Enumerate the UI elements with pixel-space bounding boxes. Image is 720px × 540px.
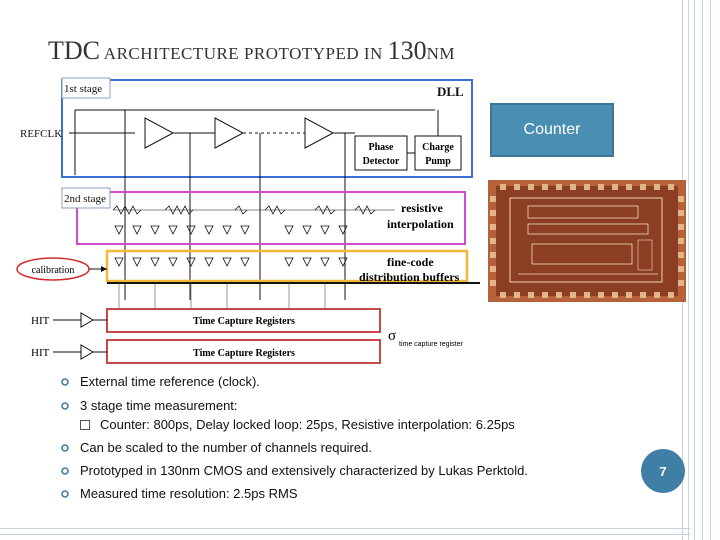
slide-title: TDC ARCHITECTURE PROTOTYPED IN 130NM: [48, 36, 455, 66]
finecode-line2: distribution buffers: [359, 270, 460, 284]
finecode-line1: fine-code: [387, 255, 434, 269]
bullet-item: Measured time resolution: 2.5ps RMS: [58, 486, 638, 502]
counter-box: Counter: [490, 103, 614, 157]
bullet-item: Can be scaled to the number of channels …: [58, 440, 638, 456]
bullet-item: Prototyped in 130nm CMOS and extensively…: [58, 463, 638, 479]
hit-label-1: HIT: [31, 315, 50, 327]
phase-detector-line2: Detector: [363, 156, 400, 167]
register-feed-lines: [118, 283, 326, 310]
bottom-lines: [0, 526, 690, 540]
dll-box: [61, 79, 473, 178]
stage2-box: [76, 191, 466, 245]
counter-label: Counter: [523, 121, 581, 138]
refclk-label: REFCLK: [20, 128, 62, 140]
bullet-text: Prototyped in 130nm CMOS and extensively…: [80, 463, 529, 478]
hit-buffer-2: [80, 344, 94, 360]
bullet-text: Can be scaled to the number of channels …: [80, 440, 372, 455]
title-rest-2: NM: [426, 44, 455, 63]
title-rest-1: ARCHITECTURE PROTOTYPED IN: [100, 44, 388, 63]
stage2-label-box: [61, 187, 111, 209]
buffer-box: [105, 249, 469, 283]
bullet-icon: [61, 444, 69, 452]
resistive-line2: interpolation: [387, 217, 454, 231]
hit-label-2: HIT: [31, 347, 50, 359]
buffer-triangles: [114, 257, 348, 267]
bullet-text: 3 stage time measurement:: [80, 398, 238, 413]
bullet-item: External time reference (clock).: [58, 374, 638, 390]
interp-taps: [114, 225, 348, 235]
frame-lines: [680, 0, 720, 540]
dll-label: DLL: [437, 84, 464, 99]
delay-buffer-3: [304, 117, 335, 149]
page-number-badge: 7: [641, 449, 685, 493]
bullet-text: External time reference (clock).: [80, 374, 260, 389]
stage1-label: 1st stage: [64, 83, 102, 95]
phase-detector-box: [354, 135, 408, 171]
stage2-label: 2nd stage: [64, 193, 106, 205]
checkbox-bullet-icon: [80, 420, 90, 430]
calibration-label: calibration: [32, 265, 75, 276]
sigma-symbol: σ: [388, 328, 396, 344]
bullet-icon: [61, 402, 69, 410]
charge-pump-line2: Pump: [425, 156, 451, 167]
title-cap-1: TDC: [48, 36, 100, 65]
bullet-item: 3 stage time measurement:: [58, 398, 638, 414]
resistive-line1: resistive: [401, 201, 443, 215]
bond-pads: [490, 184, 684, 298]
chip-die-photo: [488, 180, 686, 302]
hit-buffer-1: [80, 312, 94, 328]
page-number: 7: [659, 463, 667, 479]
bullet-icon: [61, 378, 69, 386]
bullet-icon: [61, 490, 69, 498]
tdc-block-diagram: 1st stage DLL REFCLK Phase Detector Char…: [16, 77, 480, 364]
sub-bullet-item: Counter: 800ps, Delay locked loop: 25ps,…: [58, 417, 638, 433]
title-cap-2: 130: [387, 36, 427, 65]
sub-bullet-text: Counter: 800ps, Delay locked loop: 25ps,…: [100, 417, 515, 432]
bullet-icon: [61, 467, 69, 475]
delay-buffer-1: [144, 117, 175, 149]
delay-buffer-2: [214, 117, 245, 149]
tap-lines: [124, 110, 346, 300]
tcr-label-1: Time Capture Registers: [193, 316, 295, 327]
bullet-text: Measured time resolution: 2.5ps RMS: [80, 486, 298, 501]
charge-pump-line1: Charge: [422, 142, 454, 153]
phase-detector-line1: Phase: [369, 142, 395, 153]
sigma-subscript: time capture register: [399, 341, 463, 348]
stage1-box: [61, 77, 111, 99]
tcr-label-2: Time Capture Registers: [193, 348, 295, 359]
bullet-list: External time reference (clock). 3 stage…: [58, 372, 638, 502]
